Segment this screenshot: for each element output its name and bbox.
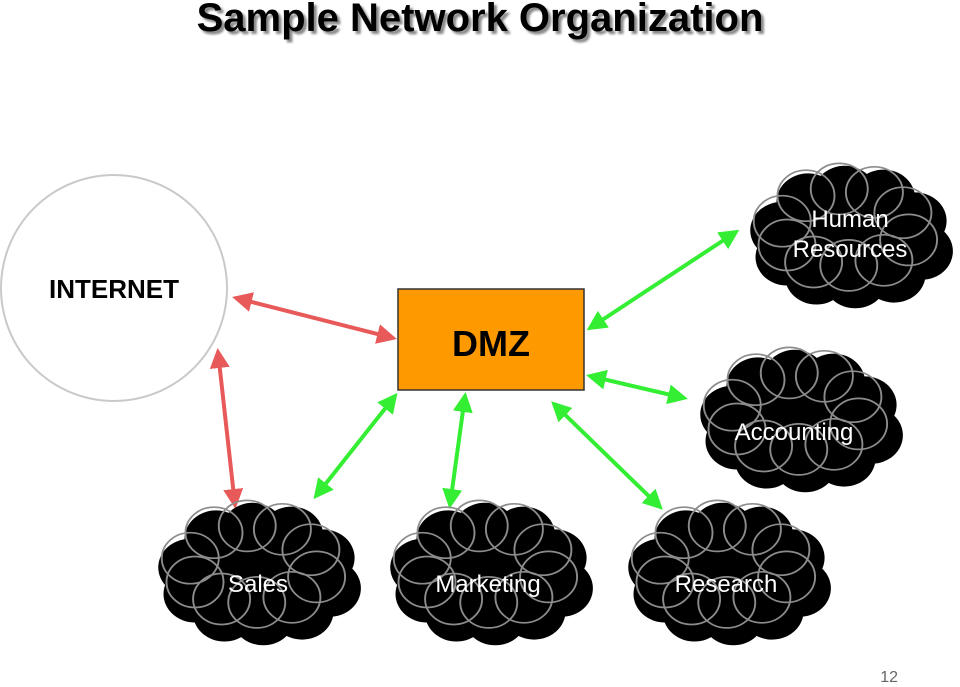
link-dmz-research [551,401,663,510]
page-number: 12 [880,669,898,686]
link-dmz-human-resources [586,229,740,331]
internet-label: INTERNET [49,274,179,304]
link-dmz-accounting [586,369,688,405]
internet-node: INTERNET [0,174,228,402]
sales-label: Sales [228,571,288,598]
sales-cloud: Sales [158,499,361,646]
human-resources-cloud: Human Resources [750,162,953,309]
accounting-label: Accounting [735,419,854,446]
marketing-cloud: Marketing [390,499,593,646]
human-resources-label-line2: Resources [793,236,908,263]
dmz-label: DMZ [452,323,530,364]
marketing-label: Marketing [435,571,540,598]
link-internet-dmz [232,292,397,344]
dmz-node: DMZ [397,288,585,391]
research-cloud: Research [628,499,831,646]
research-label: Research [675,571,778,598]
connections [209,229,740,510]
link-internet-sales [209,348,244,509]
accounting-cloud: Accounting [700,346,903,493]
link-dmz-sales [313,392,398,500]
page-title: Sample Network Organization [196,0,764,40]
link-dmz-marketing [442,392,473,509]
human-resources-label-line1: Human [811,206,888,233]
